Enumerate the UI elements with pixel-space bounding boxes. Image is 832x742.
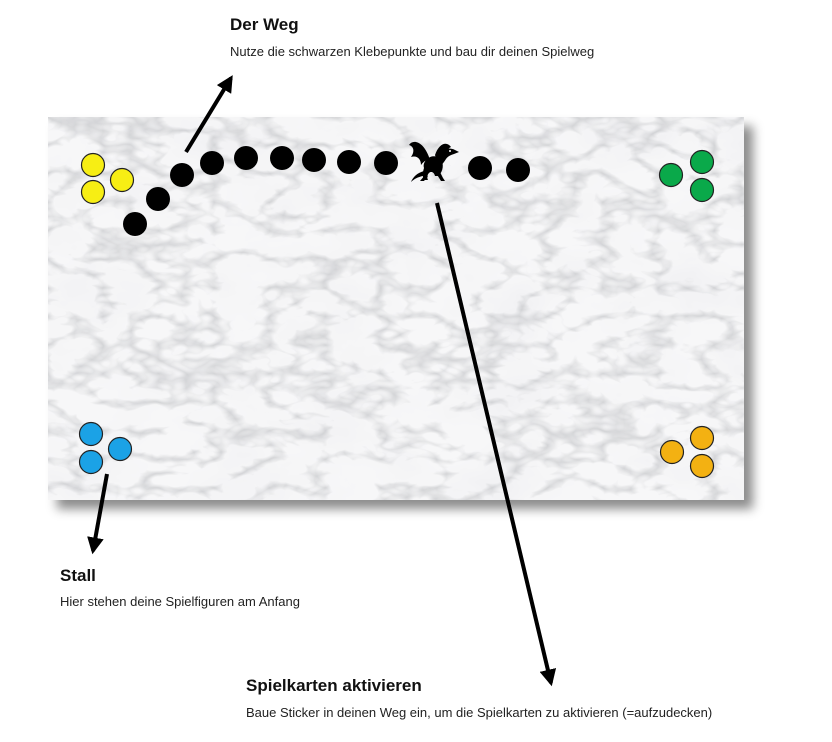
path-dot — [374, 151, 398, 175]
path-dot — [270, 146, 294, 170]
orange-token — [689, 425, 715, 451]
orange-token — [659, 439, 685, 465]
stall-description: Hier stehen deine Spielfiguren am Anfang — [60, 594, 300, 609]
karten-description: Baue Sticker in deinen Weg ein, um die S… — [246, 705, 713, 720]
yellow-token — [109, 167, 135, 193]
path-dot — [506, 158, 530, 182]
weg-title: Der Weg — [230, 15, 299, 34]
stall-title: Stall — [60, 566, 96, 585]
path-dot — [146, 187, 170, 211]
marble-surface — [48, 117, 744, 500]
orange-token — [689, 453, 715, 479]
orange-stall — [659, 425, 715, 479]
weg-description: Nutze die schwarzen Klebepunkte und bau … — [230, 44, 595, 59]
arrow-karten — [435, 202, 557, 687]
green-token — [689, 149, 715, 175]
karten-title: Spielkarten aktivieren — [246, 676, 422, 695]
game-board — [48, 117, 744, 500]
green-token — [658, 162, 684, 188]
green-token — [689, 177, 715, 203]
path-dot — [302, 148, 326, 172]
blue-token — [78, 449, 104, 475]
dragon-icon — [409, 141, 459, 182]
arrow-weg — [184, 75, 233, 154]
path-dot — [123, 212, 147, 236]
path-dot — [170, 163, 194, 187]
path-dot — [234, 146, 258, 170]
path — [123, 146, 530, 236]
path-dot — [337, 150, 361, 174]
blue-token — [107, 436, 133, 462]
green-stall — [658, 149, 715, 203]
yellow-token — [80, 179, 106, 205]
path-dot — [468, 156, 492, 180]
path-dot — [200, 151, 224, 175]
blue-stall — [78, 421, 133, 475]
yellow-stall — [80, 152, 135, 205]
blue-token — [78, 421, 104, 447]
arrow-stall — [87, 473, 109, 555]
yellow-token — [80, 152, 106, 178]
